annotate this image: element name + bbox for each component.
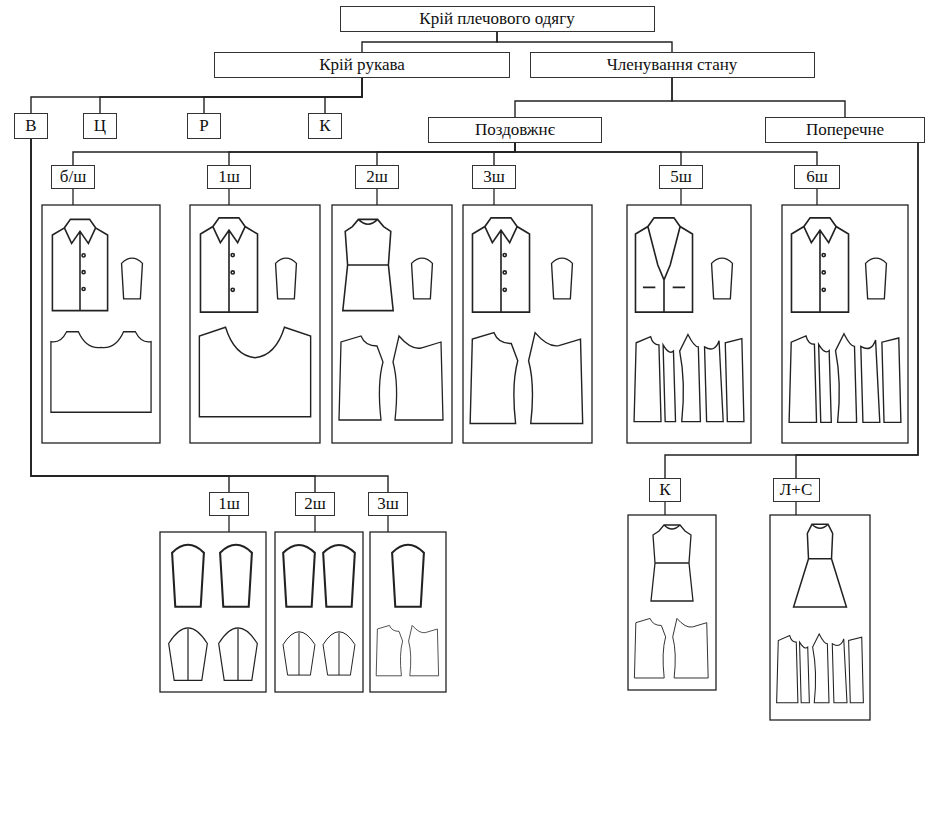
sleeve-picture	[275, 532, 363, 692]
label-box: 6ш	[794, 165, 840, 189]
tree-connector	[515, 143, 681, 165]
garment-picture	[463, 205, 592, 443]
tree-connector	[100, 78, 362, 113]
tree-connector	[515, 143, 817, 165]
box-label: 2ш	[304, 494, 326, 514]
label-box: К	[308, 113, 342, 139]
box-label: Р	[199, 116, 208, 136]
label-box: Членування стану	[530, 52, 815, 78]
box-label: 6ш	[806, 167, 828, 187]
garment-picture	[628, 515, 716, 690]
box-label: 5ш	[670, 167, 692, 187]
box-label: 2ш	[366, 167, 388, 187]
box-label: В	[25, 116, 36, 136]
tree-connector	[31, 78, 362, 113]
tree-connector	[515, 78, 672, 117]
tree-connector	[796, 143, 918, 478]
tree-connector	[73, 143, 515, 165]
label-box: Поперечне	[765, 117, 925, 143]
box-label: Членування стану	[607, 55, 738, 75]
box-label: б/ш	[60, 167, 86, 187]
box-label: 1ш	[218, 167, 240, 187]
label-box: 3ш	[472, 165, 516, 189]
label-box: Р	[187, 113, 221, 139]
box-label: К	[319, 116, 330, 136]
tree-connector	[31, 139, 229, 492]
label-box: Крій плечового одягу	[340, 6, 655, 32]
label-box: К	[649, 478, 681, 502]
label-box: б/ш	[51, 165, 95, 189]
label-box: В	[14, 113, 48, 139]
tree-connector	[494, 143, 515, 165]
label-box: 1ш	[207, 165, 251, 189]
tree-connector	[362, 32, 497, 52]
garment-picture	[42, 205, 160, 443]
garment-picture	[190, 205, 320, 443]
label-box: Л+С	[773, 478, 820, 502]
tree-connector	[377, 143, 515, 165]
garment-picture	[770, 515, 870, 720]
label-box: 1ш	[209, 492, 249, 516]
tree-connector	[31, 139, 315, 492]
tree-connector	[665, 143, 918, 478]
tree-connector	[31, 139, 388, 492]
label-box: 2ш	[355, 165, 399, 189]
label-box: Ц	[83, 113, 117, 139]
sleeve-picture	[370, 532, 446, 692]
box-label: Крій рукава	[319, 55, 405, 75]
label-box: 3ш	[368, 492, 408, 516]
garment-picture	[332, 205, 452, 443]
box-label: 3ш	[483, 167, 505, 187]
box-label: Л+С	[780, 480, 812, 500]
box-label: Крій плечового одягу	[419, 9, 574, 29]
tree-connector	[672, 78, 845, 117]
leader-lines	[73, 189, 817, 532]
box-label: Поперечне	[806, 120, 884, 140]
box-label: К	[659, 480, 670, 500]
box-label: Ц	[94, 116, 106, 136]
box-label: 1ш	[218, 494, 240, 514]
label-box: 2ш	[295, 492, 335, 516]
label-box: Крій рукава	[214, 52, 510, 78]
tree-connector	[497, 32, 672, 52]
garment-picture	[627, 205, 751, 443]
tree-connector	[325, 78, 362, 113]
tree-connector	[229, 143, 515, 165]
label-box: 5ш	[659, 165, 703, 189]
label-box: Поздовжнє	[428, 117, 602, 143]
garment-picture	[782, 205, 908, 443]
sleeve-picture	[160, 532, 266, 692]
tree-connector	[204, 78, 362, 113]
box-label: 3ш	[377, 494, 399, 514]
box-label: Поздовжнє	[475, 120, 555, 140]
